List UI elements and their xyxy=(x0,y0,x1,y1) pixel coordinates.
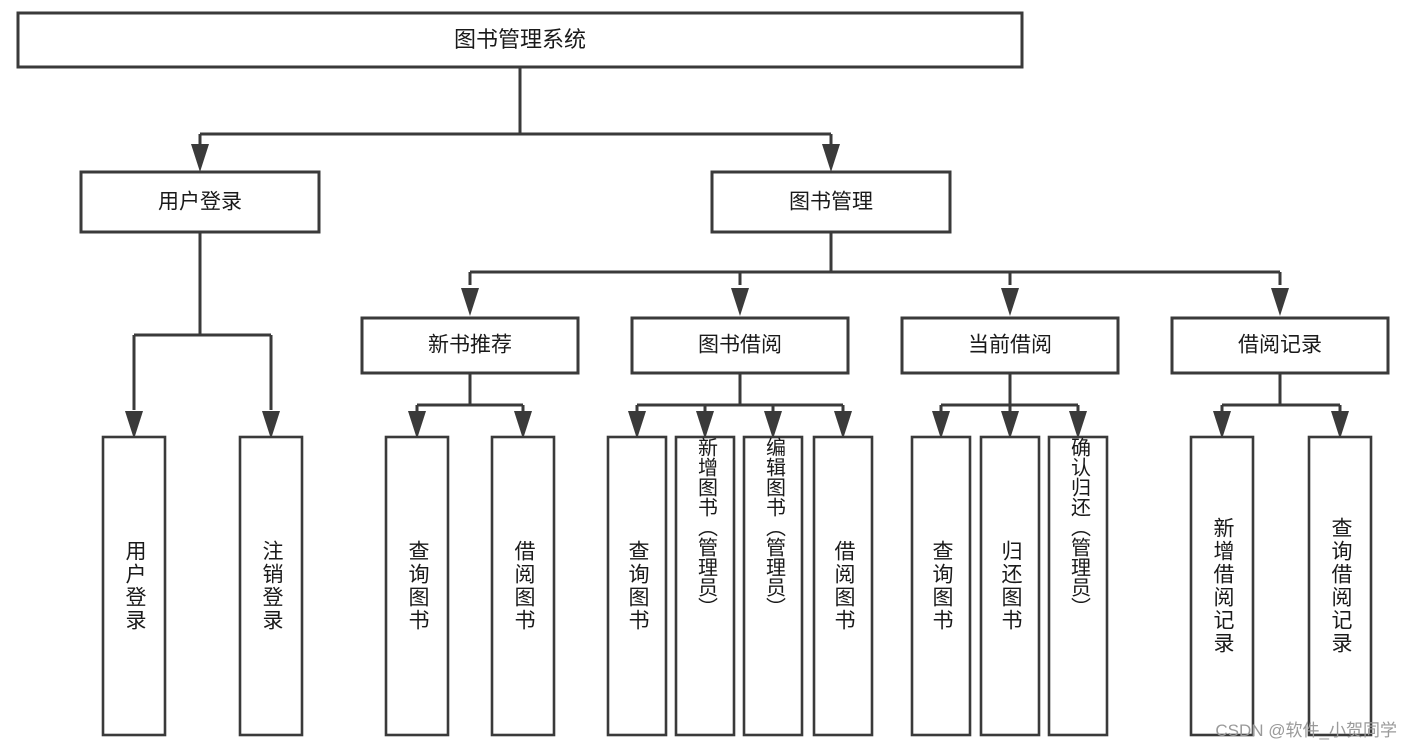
arrow-book-to-current xyxy=(1001,288,1019,316)
new-book-recommend-label: 新书推荐 xyxy=(428,334,512,357)
leaf-box-borrow-3[interactable] xyxy=(742,435,804,737)
root-label: 图书管理系统 xyxy=(454,27,586,52)
arrow-recommend-leaf-1 xyxy=(408,411,426,439)
node-root[interactable]: 图书管理系统 xyxy=(16,11,1024,69)
leaf-box-group xyxy=(101,435,1373,737)
node-new-book-recommend[interactable]: 新书推荐 xyxy=(360,316,580,375)
book-management-label: 图书管理 xyxy=(789,191,873,214)
leaf-box-user-login-2[interactable] xyxy=(238,435,304,737)
current-borrow-label: 当前借阅 xyxy=(968,334,1052,357)
connector-group xyxy=(125,67,1349,439)
leaf-box-user-login-1[interactable] xyxy=(101,435,167,737)
arrow-book-to-borrow xyxy=(731,288,749,316)
arrow-borrow-leaf-3 xyxy=(764,411,782,439)
leaf-box-current-3[interactable] xyxy=(1047,435,1109,737)
book-management-box[interactable] xyxy=(710,170,952,234)
arrow-recommend-leaf-2 xyxy=(514,411,532,439)
leaf-box-recommend-2[interactable] xyxy=(490,435,556,737)
arrow-borrow-leaf-2 xyxy=(696,411,714,439)
user-login-label: 用户登录 xyxy=(158,191,242,214)
csdn-watermark: CSDN @软件_小贺同学 xyxy=(1215,721,1397,740)
arrow-book-to-record xyxy=(1271,288,1289,316)
borrow-record-label: 借阅记录 xyxy=(1238,334,1322,357)
node-borrow-record[interactable]: 借阅记录 xyxy=(1170,316,1390,375)
current-borrow-box[interactable] xyxy=(900,316,1120,375)
arrow-current-leaf-1 xyxy=(932,411,950,439)
leaf-box-record-2[interactable] xyxy=(1307,435,1373,737)
leaf-box-record-1[interactable] xyxy=(1189,435,1255,737)
leaf-box-borrow-4[interactable] xyxy=(812,435,874,737)
root-box[interactable] xyxy=(16,11,1024,69)
node-book-borrow[interactable]: 图书借阅 xyxy=(630,316,850,375)
leaf-box-borrow-2[interactable] xyxy=(674,435,736,737)
arrow-root-to-user xyxy=(191,144,209,172)
arrow-user-leaf-2 xyxy=(262,411,280,439)
arrow-record-leaf-2 xyxy=(1331,411,1349,439)
leaf-box-current-2[interactable] xyxy=(979,435,1041,737)
book-borrow-box[interactable] xyxy=(630,316,850,375)
arrow-current-leaf-3 xyxy=(1069,411,1087,439)
leaf-box-recommend-1[interactable] xyxy=(384,435,450,737)
arrow-root-to-book xyxy=(822,144,840,172)
node-current-borrow[interactable]: 当前借阅 xyxy=(900,316,1120,375)
borrow-record-box[interactable] xyxy=(1170,316,1390,375)
arrow-book-to-recommend xyxy=(461,288,479,316)
user-login-box[interactable] xyxy=(79,170,321,234)
new-book-recommend-box[interactable] xyxy=(360,316,580,375)
arrow-borrow-leaf-1 xyxy=(628,411,646,439)
leaf-box-borrow-1[interactable] xyxy=(606,435,668,737)
arrow-record-leaf-1 xyxy=(1213,411,1231,439)
arrow-borrow-leaf-4 xyxy=(834,411,852,439)
leaf-box-current-1[interactable] xyxy=(910,435,972,737)
arrow-current-leaf-2 xyxy=(1001,411,1019,439)
node-book-management[interactable]: 图书管理 xyxy=(710,170,952,234)
node-user-login[interactable]: 用户登录 xyxy=(79,170,321,234)
book-borrow-label: 图书借阅 xyxy=(698,334,782,357)
arrow-user-leaf-1 xyxy=(125,411,143,439)
